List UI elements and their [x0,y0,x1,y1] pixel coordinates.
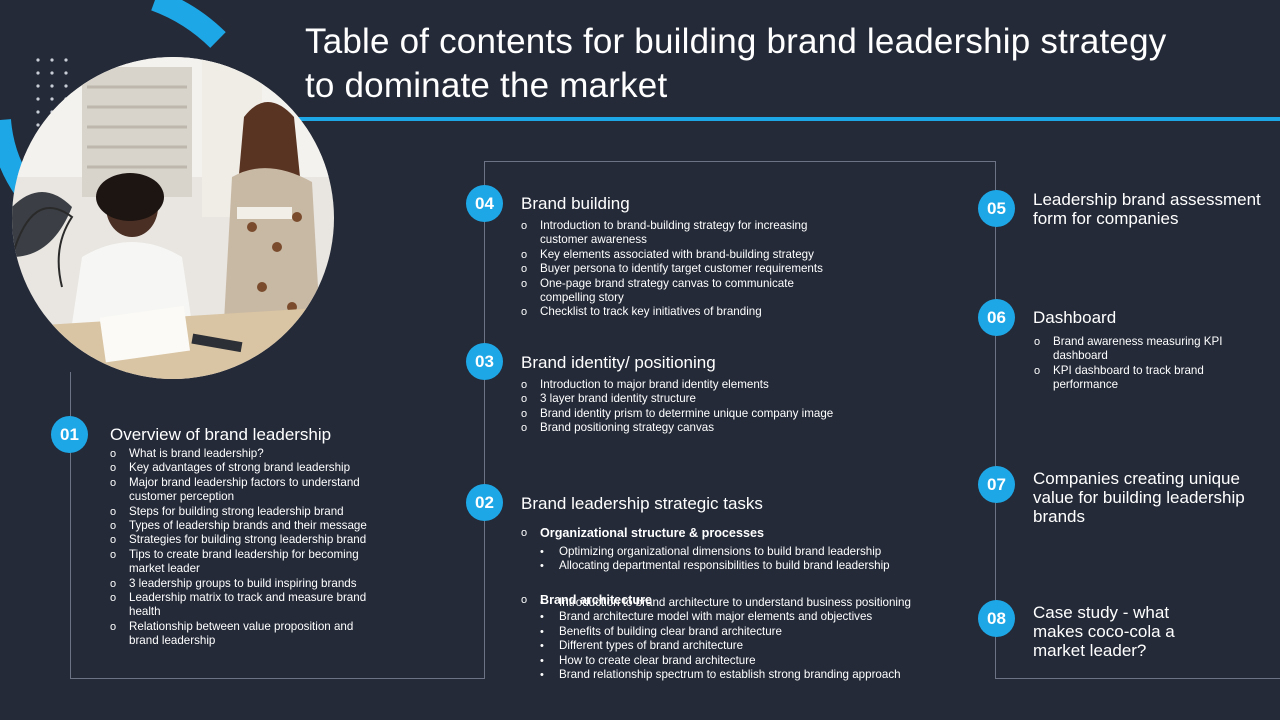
list-item: Relationship between value proposition a… [110,620,385,649]
list-item: Introduction to brand architecture to un… [540,596,960,611]
section-heading: Brand leadership strategic tasks [521,494,763,513]
team-photo [12,57,334,379]
list-item: Brand relationship spectrum to establish… [540,668,960,683]
list-item: Benefits of building clear brand archite… [540,625,960,640]
list-item: Strategies for building strong leadershi… [110,533,385,548]
list-item: Brand awareness measuring KPI dashboard [1034,335,1234,364]
section-number-badge: 01 [51,416,88,453]
section-02-org-list: Optimizing organizational dimensions to … [540,545,960,574]
list-item: Key advantages of strong brand leadershi… [110,461,385,476]
list-item: Introduction to brand-building strategy … [521,219,851,248]
connector-line [70,372,71,678]
list-item: How to create clear brand architecture [540,654,960,669]
connector-line [995,678,1280,679]
title-underline [298,117,1280,121]
section-heading: Brand identity/ positioning [521,353,716,372]
section-02-architecture-list: Introduction to brand architecture to un… [540,596,960,683]
section-number-badge: 04 [466,185,503,222]
list-item: Key elements associated with brand-build… [521,248,851,263]
section-heading: Case study - what makes coco-cola a mark… [1033,603,1175,660]
section-06-list: Brand awareness measuring KPI dashboard … [1034,335,1234,393]
section-number-badge: 07 [978,466,1015,503]
list-item: 3 leadership groups to build inspiring b… [110,577,385,592]
section-heading: Overview of brand leadership [110,425,332,444]
subsection-heading: Organizational structure & processes [521,526,1280,541]
list-item: One-page brand strategy canvas to commun… [521,277,851,306]
list-item: Brand architecture model with major elem… [540,610,960,625]
section-01-list: What is brand leadership? Key advantages… [110,447,385,649]
list-item: Types of leadership brands and their mes… [110,519,385,534]
list-item: Allocating departmental responsibilities… [540,559,960,574]
list-item: Introduction to major brand identity ele… [521,378,901,393]
section-heading: Leadership brand assessment form for com… [1033,190,1261,228]
list-item: Checklist to track key initiatives of br… [521,305,851,320]
list-item: Optimizing organizational dimensions to … [540,545,960,560]
section-04-list: Introduction to brand-building strategy … [521,219,851,320]
list-item: 3 layer brand identity structure [521,392,901,407]
list-item: What is brand leadership? [110,447,385,462]
page-title: Table of contents for building brand lea… [305,22,1167,105]
section-heading: Dashboard [1033,308,1117,327]
list-item: Tips to create brand leadership for beco… [110,548,385,577]
list-item: Steps for building strong leadership bra… [110,505,385,520]
list-item: Buyer persona to identify target custome… [521,262,851,277]
section-number-badge: 05 [978,190,1015,227]
list-item: Brand identity prism to determine unique… [521,407,901,422]
connector-line [484,161,485,679]
section-number-badge: 08 [978,600,1015,637]
list-item: Leadership matrix to track and measure b… [110,591,385,620]
section-heading: Companies creating unique value for buil… [1033,469,1245,526]
section-heading: Brand building [521,194,630,213]
connector-line [995,161,996,679]
list-item: Brand positioning strategy canvas [521,421,901,436]
section-number-badge: 06 [978,299,1015,336]
connector-line [70,678,484,679]
section-number-badge: 02 [466,484,503,521]
section-03-list: Introduction to major brand identity ele… [521,378,901,436]
list-item: Major brand leadership factors to unders… [110,476,385,505]
connector-line [484,161,995,162]
list-item: Different types of brand architecture [540,639,960,654]
section-number-badge: 03 [466,343,503,380]
list-item: KPI dashboard to track brand performance [1034,364,1234,393]
